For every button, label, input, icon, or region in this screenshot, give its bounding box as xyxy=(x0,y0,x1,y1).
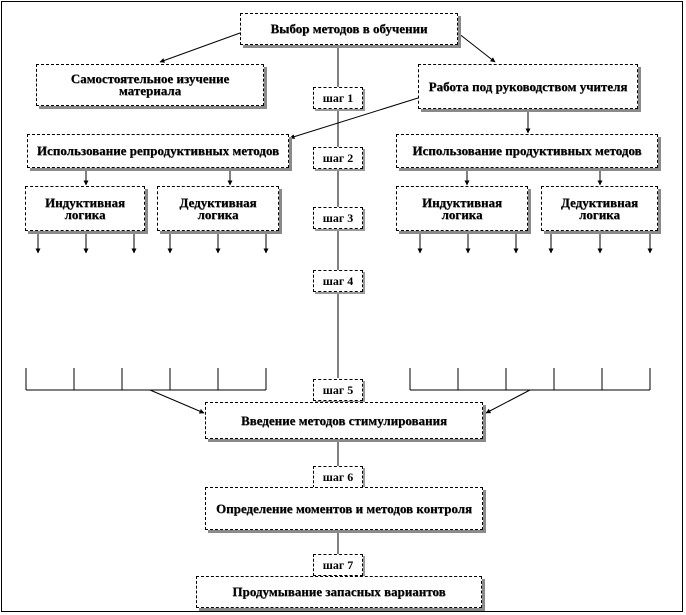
stimulation-methods-box: Введение методов стимулирования xyxy=(205,402,483,439)
left-comb-to-stimulation-arrow xyxy=(149,389,205,414)
productive-deductive-logic-box: Дедуктивная логика xyxy=(541,186,658,231)
self-study-box: Самостоятельное изучение материала xyxy=(36,64,264,106)
step-3-label: шаг 3 xyxy=(313,207,363,229)
step-4-label: шаг 4 xyxy=(313,270,363,292)
step-6-label: шаг 6 xyxy=(313,466,363,488)
right-comb-to-stimulation-arrow xyxy=(485,389,531,414)
reproductive-deductive-logic-box: Дедуктивная логика xyxy=(157,186,279,231)
productive-inductive-logic-box: Индуктивная логика xyxy=(396,186,528,231)
logic-output-arrows xyxy=(35,232,653,254)
root-box-method-choice: Выбор методов в обучении xyxy=(240,13,458,45)
productive-methods-box: Использование продуктивных методов xyxy=(396,134,658,168)
backup-options-box: Продумывание запасных вариантов xyxy=(196,576,482,608)
step-5-label: шаг 5 xyxy=(313,379,363,401)
root-to-right-branch-arrow xyxy=(457,32,496,63)
reproductive-methods-box: Использование репродуктивных методов xyxy=(27,134,289,168)
step-1-label: шаг 1 xyxy=(313,87,363,109)
control-definition-box: Определение моментов и методов контроля xyxy=(205,487,483,530)
step-2-label: шаг 2 xyxy=(313,147,363,169)
step-7-label: шаг 7 xyxy=(313,554,363,576)
left-comb xyxy=(25,368,267,391)
guided-to-reproductive-arrow xyxy=(289,97,419,140)
root-to-left-branch-arrow xyxy=(159,32,241,63)
right-comb xyxy=(409,368,651,391)
reproductive-inductive-logic-box: Индуктивная логика xyxy=(25,186,145,231)
teacher-guided-box: Работа под руководством учителя xyxy=(418,64,638,109)
